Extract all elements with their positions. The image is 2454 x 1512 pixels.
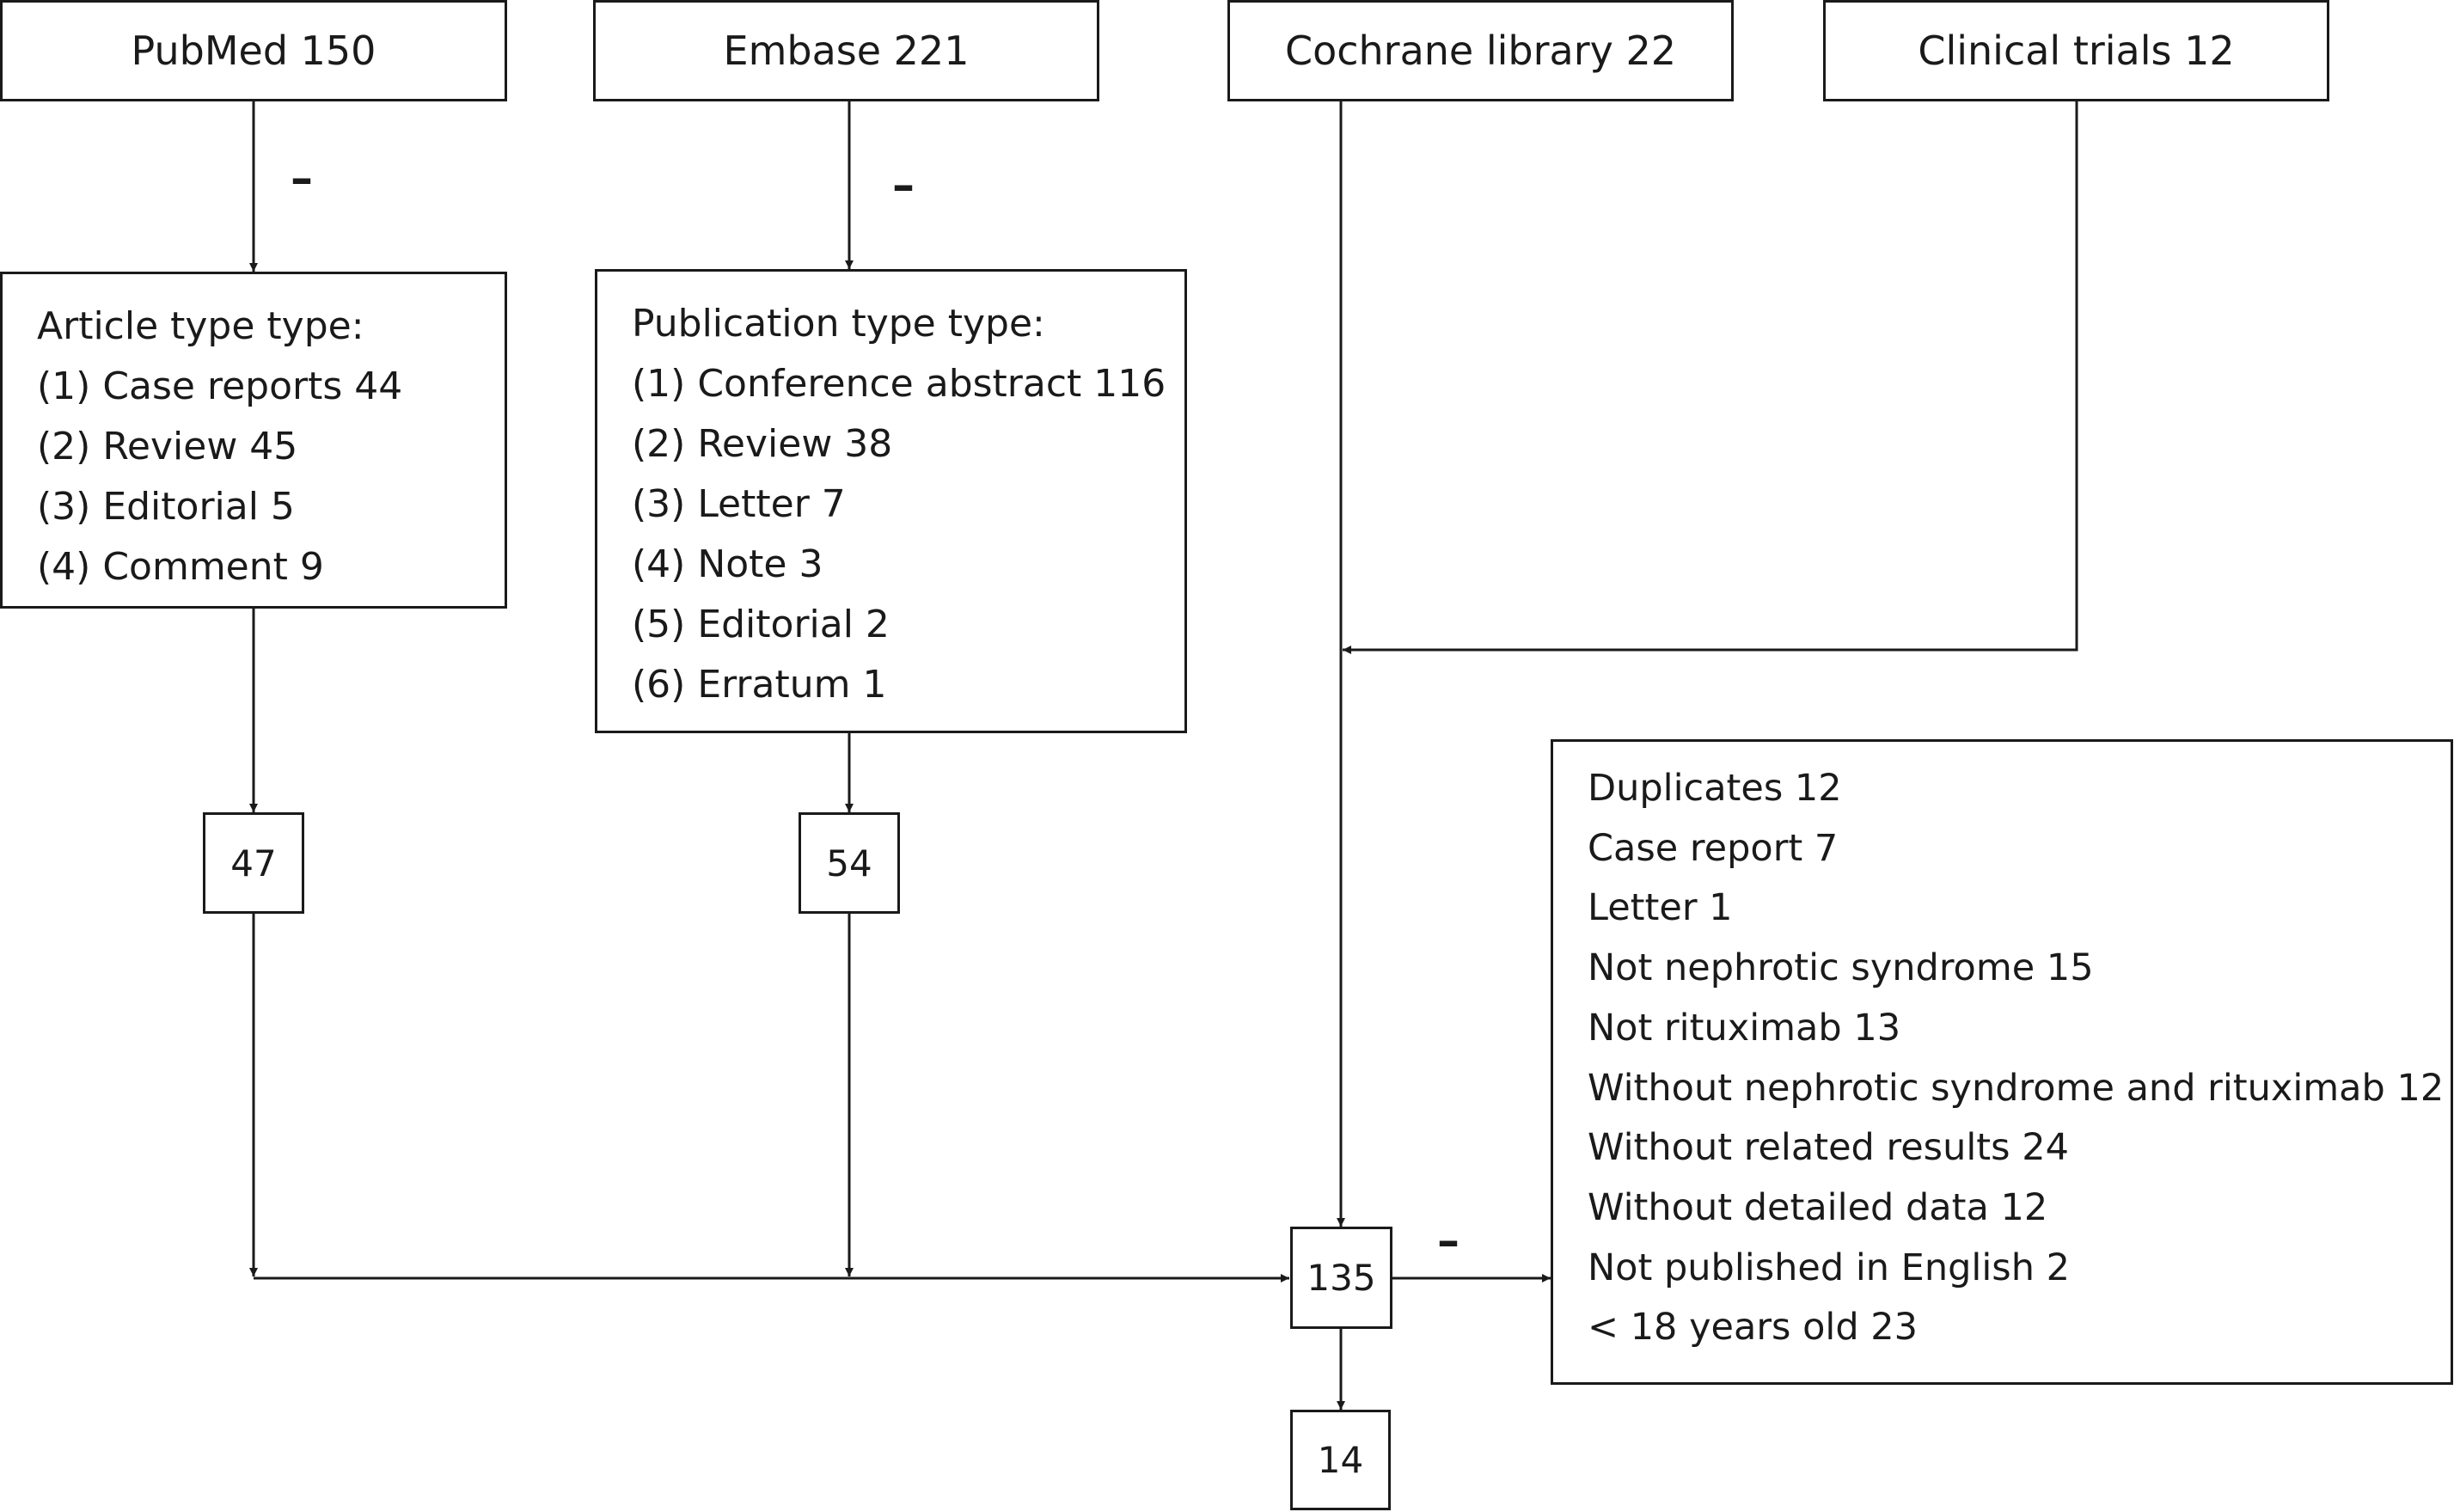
count-combined: 135 bbox=[1290, 1227, 1392, 1329]
list-item: (3) Editorial 5 bbox=[37, 485, 295, 529]
source-clinical-trials: Clinical trials 12 bbox=[1823, 0, 2329, 101]
count-final: 14 bbox=[1290, 1410, 1391, 1510]
count-pubmed-remaining: 47 bbox=[203, 812, 304, 914]
list-item: Letter 1 bbox=[1588, 886, 1733, 930]
final-exclusion-box: Duplicates 12 Case report 7 Letter 1 Not… bbox=[1551, 739, 2453, 1385]
list-item: Without related results 24 bbox=[1588, 1126, 2069, 1170]
embase-exclusion-box: Publication type type: (1) Conference ab… bbox=[595, 269, 1187, 733]
list-item: Without nephrotic syndrome and rituximab… bbox=[1588, 1066, 2445, 1110]
list-item: (3) Letter 7 bbox=[632, 482, 846, 526]
minus-sign-final: – bbox=[1437, 1215, 1460, 1267]
source-pubmed: PubMed 150 bbox=[0, 0, 507, 101]
list-item: Not published in English 2 bbox=[1588, 1246, 2070, 1289]
count-embase-remaining: 54 bbox=[799, 812, 900, 914]
minus-sign-pubmed: – bbox=[291, 153, 313, 205]
list-item: (1) Conference abstract 116 bbox=[632, 362, 1166, 406]
list-item: Duplicates 12 bbox=[1588, 767, 1842, 810]
pubmed-exclusion-box: Article type type: (1) Case reports 44 (… bbox=[0, 272, 507, 609]
pubmed-exclusion-title: Article type type: bbox=[37, 304, 364, 348]
list-item: (4) Comment 9 bbox=[37, 545, 324, 589]
source-cochrane: Cochrane library 22 bbox=[1227, 0, 1734, 101]
source-embase: Embase 221 bbox=[593, 0, 1099, 101]
list-item: (5) Editorial 2 bbox=[632, 603, 890, 646]
list-item: Not nephrotic syndrome 15 bbox=[1588, 946, 2094, 990]
embase-exclusion-title: Publication type type: bbox=[632, 302, 1045, 346]
list-item: (2) Review 45 bbox=[37, 425, 298, 468]
list-item: Not rituximab 13 bbox=[1588, 1006, 1901, 1050]
list-item: (6) Erratum 1 bbox=[632, 663, 887, 707]
minus-sign-embase: – bbox=[892, 160, 915, 211]
line-clinical-trials bbox=[1343, 101, 2078, 652]
list-item: (1) Case reports 44 bbox=[37, 364, 403, 408]
list-item: (4) Note 3 bbox=[632, 542, 823, 586]
list-item: < 18 years old 23 bbox=[1588, 1306, 1919, 1350]
list-item: Without detailed data 12 bbox=[1588, 1185, 2048, 1229]
list-item: Case report 7 bbox=[1588, 826, 1839, 870]
list-item: (2) Review 38 bbox=[632, 422, 893, 466]
